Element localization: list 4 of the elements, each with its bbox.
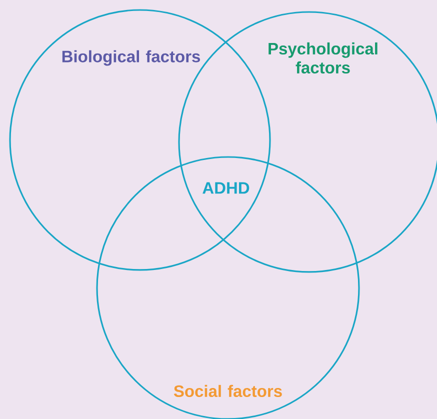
- circle-label: Social factors: [174, 384, 282, 398]
- overlap-label: ADHD: [202, 182, 250, 194]
- circle-label: Psychological factors: [268, 42, 378, 74]
- circle-label: Biological factors: [62, 50, 200, 66]
